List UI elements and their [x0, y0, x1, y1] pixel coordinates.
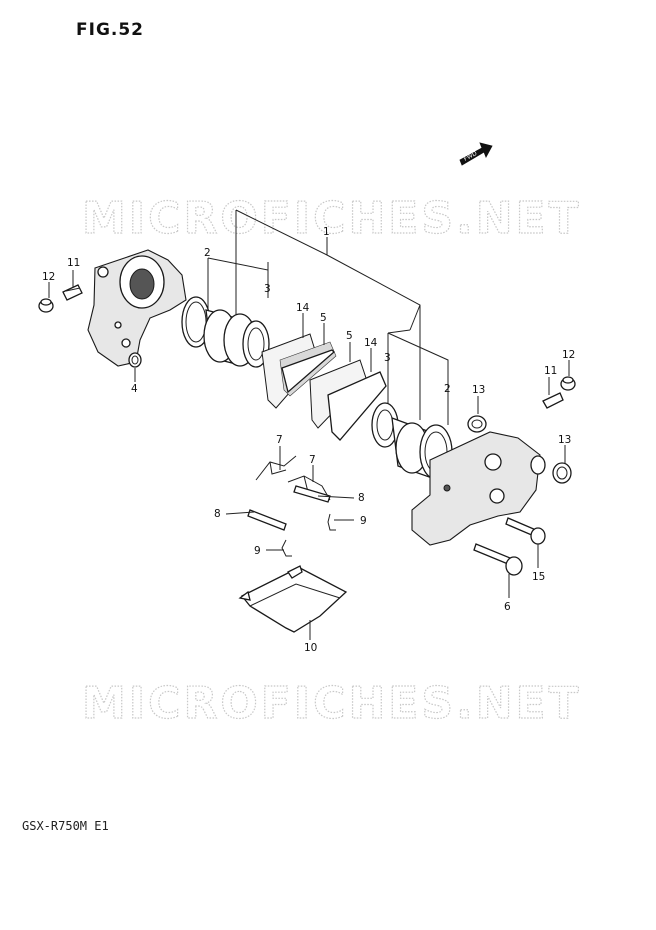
clip-9-left [281, 539, 292, 557]
callout-7-right: 7 [309, 454, 316, 466]
left-washer-4 [128, 352, 142, 368]
right-bleeder-screw [542, 392, 564, 409]
callout-13-side: 13 [558, 434, 571, 446]
callout-5-left: 5 [320, 312, 327, 324]
callout-labels: 1 2 3 14 5 5 14 3 2 12 11 4 12 11 13 13 … [42, 226, 575, 654]
callout-2-left: 2 [204, 247, 211, 259]
right-washer-13-side [552, 462, 572, 484]
bolt-15 [505, 517, 546, 545]
model-code: GSX-R750M E1 [22, 819, 109, 833]
right-caliper-housing [411, 431, 546, 546]
callout-2-right: 2 [444, 383, 451, 395]
left-bleeder-screw [62, 284, 83, 301]
callout-4: 4 [131, 383, 138, 395]
pad-spring-7-left [255, 455, 297, 481]
right-washer-13-top [467, 415, 487, 433]
callout-5-right: 5 [346, 330, 353, 342]
pad-cover-10 [238, 565, 348, 633]
callout-9-right: 9 [360, 515, 367, 527]
watermark-top: MICROFICHES.NET [82, 193, 582, 244]
brake-pad-left-outer [261, 333, 337, 409]
callout-3-left: 3 [264, 283, 271, 295]
callout-10: 10 [304, 642, 317, 654]
callout-6: 6 [504, 601, 511, 613]
callout-11-right: 11 [544, 365, 557, 377]
callout-14-right: 14 [364, 337, 378, 349]
brake-pad-left-inner [309, 359, 387, 441]
callout-11-left: 11 [67, 257, 80, 269]
callout-8-right: 8 [358, 492, 365, 504]
forward-arrow-icon: FWD [459, 142, 493, 166]
left-caliper-housing [87, 249, 187, 367]
callout-15: 15 [532, 571, 545, 583]
left-piston-set [181, 296, 270, 368]
bolt-6 [473, 543, 523, 576]
callout-9-left: 9 [254, 545, 261, 557]
callout-3-right: 3 [384, 352, 391, 364]
callout-8-left: 8 [214, 508, 221, 520]
callout-13-top: 13 [472, 384, 485, 396]
callout-1: 1 [323, 226, 330, 238]
left-bleeder-cap [38, 298, 54, 313]
watermark-bottom: MICROFICHES.NET [82, 678, 582, 729]
callout-12-left: 12 [42, 271, 55, 283]
figure-title: FIG.52 [76, 20, 145, 40]
leader-lines [48, 270, 570, 640]
bracket-lines [207, 209, 449, 425]
clip-9-right [327, 513, 336, 531]
right-bleeder-cap [560, 376, 576, 391]
pad-pin-8-left [247, 509, 287, 531]
pad-pin-8-right [293, 485, 331, 503]
callout-7-left: 7 [276, 434, 283, 446]
callout-12-right: 12 [562, 349, 575, 361]
callout-14-left: 14 [296, 302, 310, 314]
